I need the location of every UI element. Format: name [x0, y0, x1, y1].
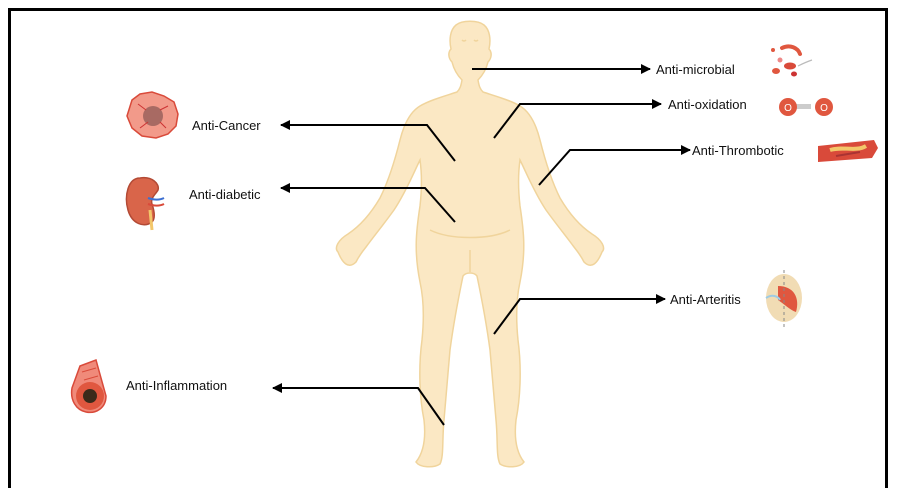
label-anti-arteritis: Anti-Arteritis — [670, 292, 741, 307]
oxygen-molecule-icon: O O — [779, 98, 833, 116]
label-anti-oxidation: Anti-oxidation — [668, 97, 747, 112]
atom-left: O — [784, 103, 792, 114]
label-anti-inflammation: Anti-Inflammation — [126, 378, 227, 393]
label-anti-microbial: Anti-microbial — [656, 62, 735, 77]
inflamed-vessel-icon — [72, 360, 106, 412]
label-anti-thrombotic: Anti-Thrombotic — [692, 143, 784, 158]
arrow-thrombotic — [539, 150, 690, 185]
cancer-cell-icon — [127, 92, 178, 138]
atom-right: O — [820, 103, 828, 114]
arrow-inflammation — [273, 388, 444, 425]
blood-vessel-clot-icon — [818, 140, 878, 162]
human-body — [336, 21, 603, 467]
microbe-icon — [771, 46, 812, 76]
kidney-icon — [127, 178, 165, 230]
label-anti-cancer: Anti-Cancer — [192, 118, 261, 133]
label-anti-diabetic: Anti-diabetic — [189, 187, 261, 202]
arrow-arteritis — [494, 299, 665, 334]
joint-icon — [766, 270, 802, 330]
